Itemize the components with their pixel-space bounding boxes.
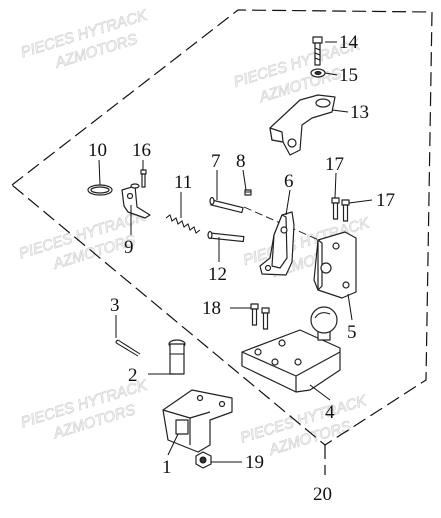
nut-19 xyxy=(195,451,212,469)
callout-17-top: 17 xyxy=(325,154,344,175)
small-bracket-9 xyxy=(121,183,151,219)
clip-8 xyxy=(244,189,252,196)
callout-17-side: 17 xyxy=(376,190,395,211)
washer-15 xyxy=(310,68,326,78)
callout-11: 11 xyxy=(174,172,192,193)
callout-13: 13 xyxy=(350,102,369,123)
callout-6: 6 xyxy=(284,171,294,192)
callout-9: 9 xyxy=(124,237,134,258)
pin-12 xyxy=(207,230,245,243)
bolt-14 xyxy=(312,36,323,66)
callout-2: 2 xyxy=(128,365,138,386)
o-ring-10-inner xyxy=(90,186,110,194)
leader-lines xyxy=(98,41,373,463)
callout-7: 7 xyxy=(211,151,221,172)
hitch-pin-2 xyxy=(168,339,186,375)
pin-7 xyxy=(209,196,244,214)
callout-8: 8 xyxy=(236,151,246,172)
callout-12: 12 xyxy=(208,264,227,285)
callout-15: 15 xyxy=(339,65,358,86)
callout-5: 5 xyxy=(347,322,357,343)
callout-4: 4 xyxy=(325,402,335,423)
side-bracket-5 xyxy=(313,231,357,299)
receiver-bracket-1 xyxy=(162,389,233,453)
callout-18: 18 xyxy=(202,298,221,319)
callout-16: 16 xyxy=(132,140,151,161)
screw-16 xyxy=(140,169,147,188)
callout-3: 3 xyxy=(110,295,120,316)
bolt-18a xyxy=(250,303,259,326)
callout-20: 20 xyxy=(313,484,332,505)
callout-10: 10 xyxy=(88,140,107,161)
cotter-pin-3 xyxy=(115,339,141,357)
assembly-boundary xyxy=(11,9,433,446)
alignment-axis xyxy=(243,206,331,246)
bolt-17b xyxy=(341,199,350,222)
callout-1: 1 xyxy=(162,457,172,478)
lever-bracket-6 xyxy=(259,211,295,276)
callouts: 14 15 13 10 16 9 11 7 8 6 12 17 17 5 18 … xyxy=(88,32,395,505)
upper-bracket-13 xyxy=(269,94,336,156)
spring-11 xyxy=(165,214,201,234)
bolt-17a xyxy=(331,197,340,220)
callout-19: 19 xyxy=(245,452,264,473)
callout-14: 14 xyxy=(339,32,359,53)
hitch-plate-4 xyxy=(241,306,341,393)
bolt-18b xyxy=(261,307,270,330)
